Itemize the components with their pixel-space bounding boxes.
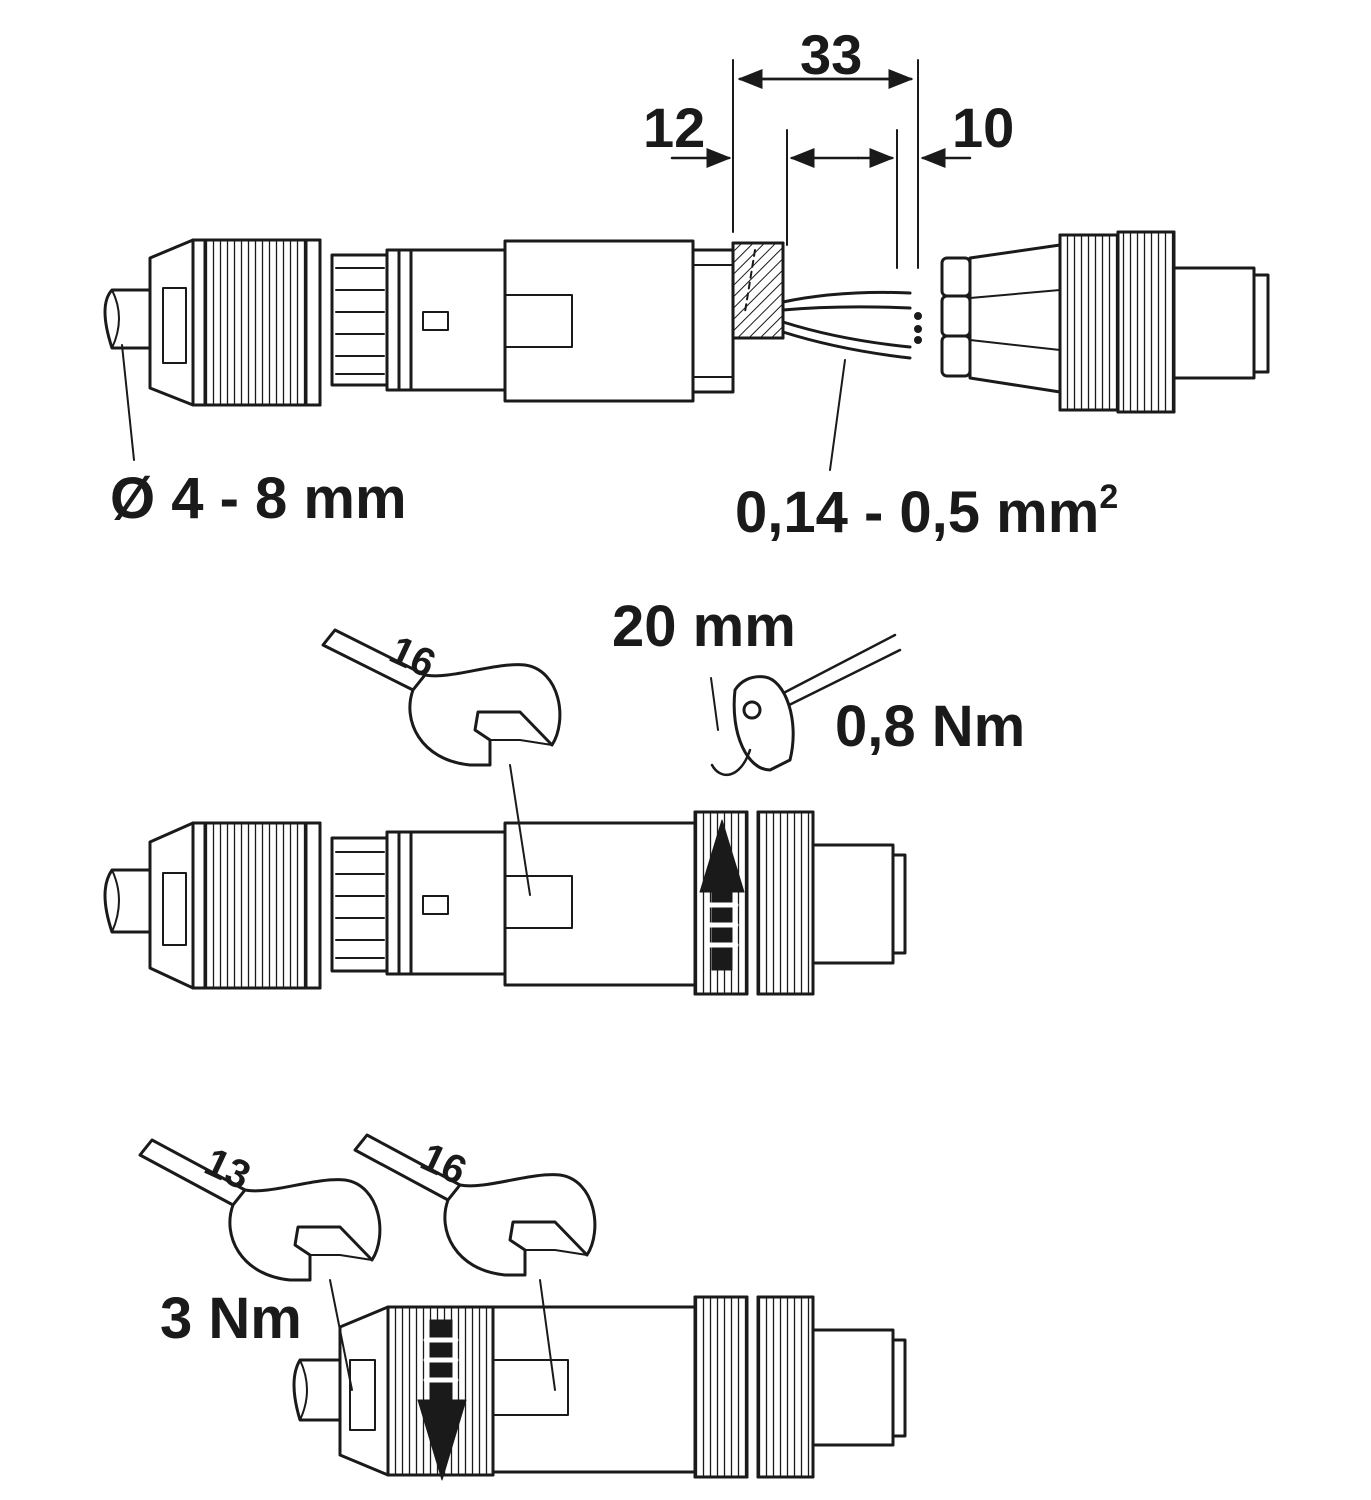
wrench-13 xyxy=(138,1138,382,1282)
dimension-12: 12 xyxy=(643,96,706,159)
dimension-10: 10 xyxy=(952,96,1015,159)
stripped-wires xyxy=(781,290,912,360)
housing-hex xyxy=(503,239,695,403)
rotation-arrow-step2 xyxy=(699,819,745,971)
housing-sleeve xyxy=(409,248,509,392)
wire-cross-section-sup: 2 xyxy=(1099,478,1119,516)
wire-cross-section-label: 0,14 - 0,5 mm2 xyxy=(735,480,1118,542)
wrench-16-step3 xyxy=(353,1133,597,1277)
clamp-basket xyxy=(330,253,389,387)
cable-step1 xyxy=(103,288,152,350)
cable-diameter-label: Ø 4 - 8 mm xyxy=(110,466,407,531)
dimension-33: 33 xyxy=(800,23,863,86)
torque-screw-label: 0,8 Nm xyxy=(835,694,1026,759)
pressure-nut xyxy=(191,238,322,407)
screwdriver-step2 xyxy=(710,633,902,777)
wire-cross-section-text: 0,14 - 0,5 mm xyxy=(735,480,1100,545)
screwdriver-size-label: 20 mm xyxy=(612,594,796,659)
wrench-16-step2 xyxy=(321,628,562,767)
contact-insert xyxy=(940,230,1270,414)
step2-assembly xyxy=(103,628,907,996)
step1-disassembled-connector xyxy=(103,59,1270,471)
step3-assembly xyxy=(138,1133,907,1481)
shield-braid xyxy=(731,241,785,340)
torque-nut-label: 3 Nm xyxy=(160,1286,302,1351)
